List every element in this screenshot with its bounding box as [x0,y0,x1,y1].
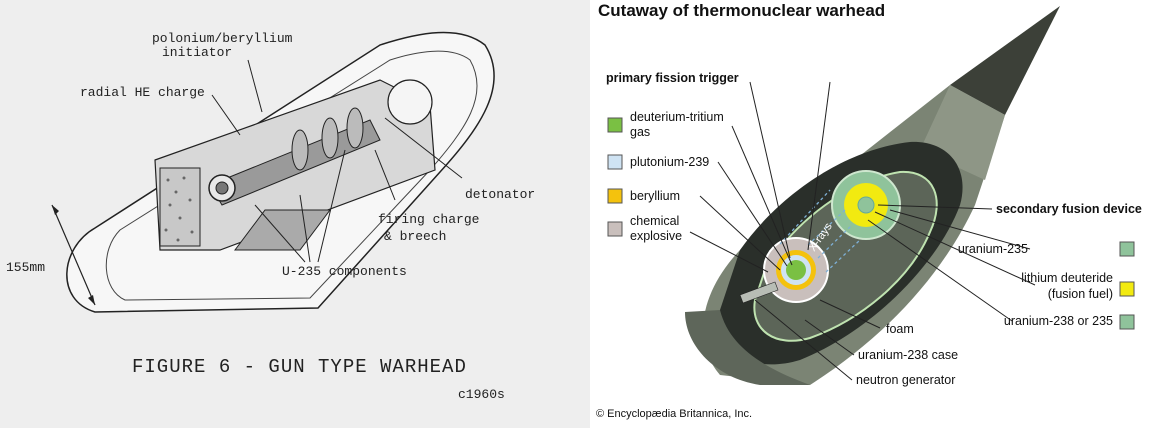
nose-sphere [387,79,433,125]
gun-type-warhead-panel: 155mm polonium/beryllium initiator radia… [0,0,590,428]
legend-label-explosive-1: chemical [630,214,679,228]
dimension-label: 155mm [6,260,45,275]
thermonuclear-warhead-drawing: X-rays Cutaway of thermonuclear warhead … [596,1,1142,420]
label-neutron-generator: neutron generator [856,373,955,387]
dimension-line [51,204,96,306]
legend-swatch-u235 [1119,241,1135,257]
legend-right-leaders [867,204,1036,322]
legend-label-explosive-2: explosive [630,229,682,243]
legend-label-u235: uranium-235 [958,242,1028,256]
diagram-title: Cutaway of thermonuclear warhead [598,1,885,20]
legend-left: deuterium-tritium gas plutonium-239 bery… [607,110,724,243]
legend-swatch-dt-gas [607,117,623,133]
xray-arrows [779,189,861,273]
bottom-leaders [754,299,881,381]
label-detonator: detonator [465,187,535,202]
label-foam: foam [886,322,914,336]
leader-lines [211,59,463,263]
secondary-heading: secondary fusion device [996,202,1142,216]
legend-swatch-explosive [607,221,623,237]
primary-dt-gas [786,260,806,280]
he-charge-block [159,167,201,247]
thermonuclear-warhead-panel: X-rays Cutaway of thermonuclear warhead … [590,0,1159,428]
legend-swatch-plutonium [607,154,623,170]
label-he-charge: radial HE charge [80,85,205,100]
warhead-casing-inner [105,50,478,301]
neutron-generator-rod [739,281,779,304]
legend-label-u238: uranium-238 or 235 [1004,314,1113,328]
nose-cone [950,6,1060,115]
breech-rings [291,107,364,171]
legend-swatch-lithium [1119,281,1135,297]
secondary-core [857,196,875,214]
legend-label-lithium-2: (fusion fuel) [1048,287,1113,301]
label-firing-charge-line1: firing charge [378,212,479,227]
legend-swatch-u238 [1119,314,1135,330]
legend-left-leaders [689,81,831,273]
label-initiator-line2: initiator [162,45,232,60]
legend-label-dt-gas-2: gas [630,125,650,139]
legend-label-plutonium: plutonium-239 [630,155,709,169]
label-uranium-case: uranium-238 case [858,348,958,362]
gun-type-warhead-drawing: 155mm polonium/beryllium initiator radia… [6,31,535,402]
he-charge-texture [164,176,194,242]
label-initiator-line1: polonium/beryllium [152,31,293,46]
legend-swatch-beryllium [607,188,623,204]
legend-label-dt-gas-1: deuterium-tritium [630,110,724,124]
copyright: © Encyclopædia Britannica, Inc. [596,408,752,420]
label-firing-charge-line2: & breech [384,229,446,244]
figure-caption: FIGURE 6 - GUN TYPE WARHEAD [132,356,467,378]
primary-heading: primary fission trigger [606,71,739,85]
legend-label-lithium-1: lithium deuteride [1021,271,1113,285]
legend-label-beryllium: beryllium [630,189,680,203]
legend-right: uranium-235 lithium deuteride (fusion fu… [958,241,1135,330]
label-u235: U-235 components [282,264,407,279]
figure-date: c1960s [458,387,505,402]
